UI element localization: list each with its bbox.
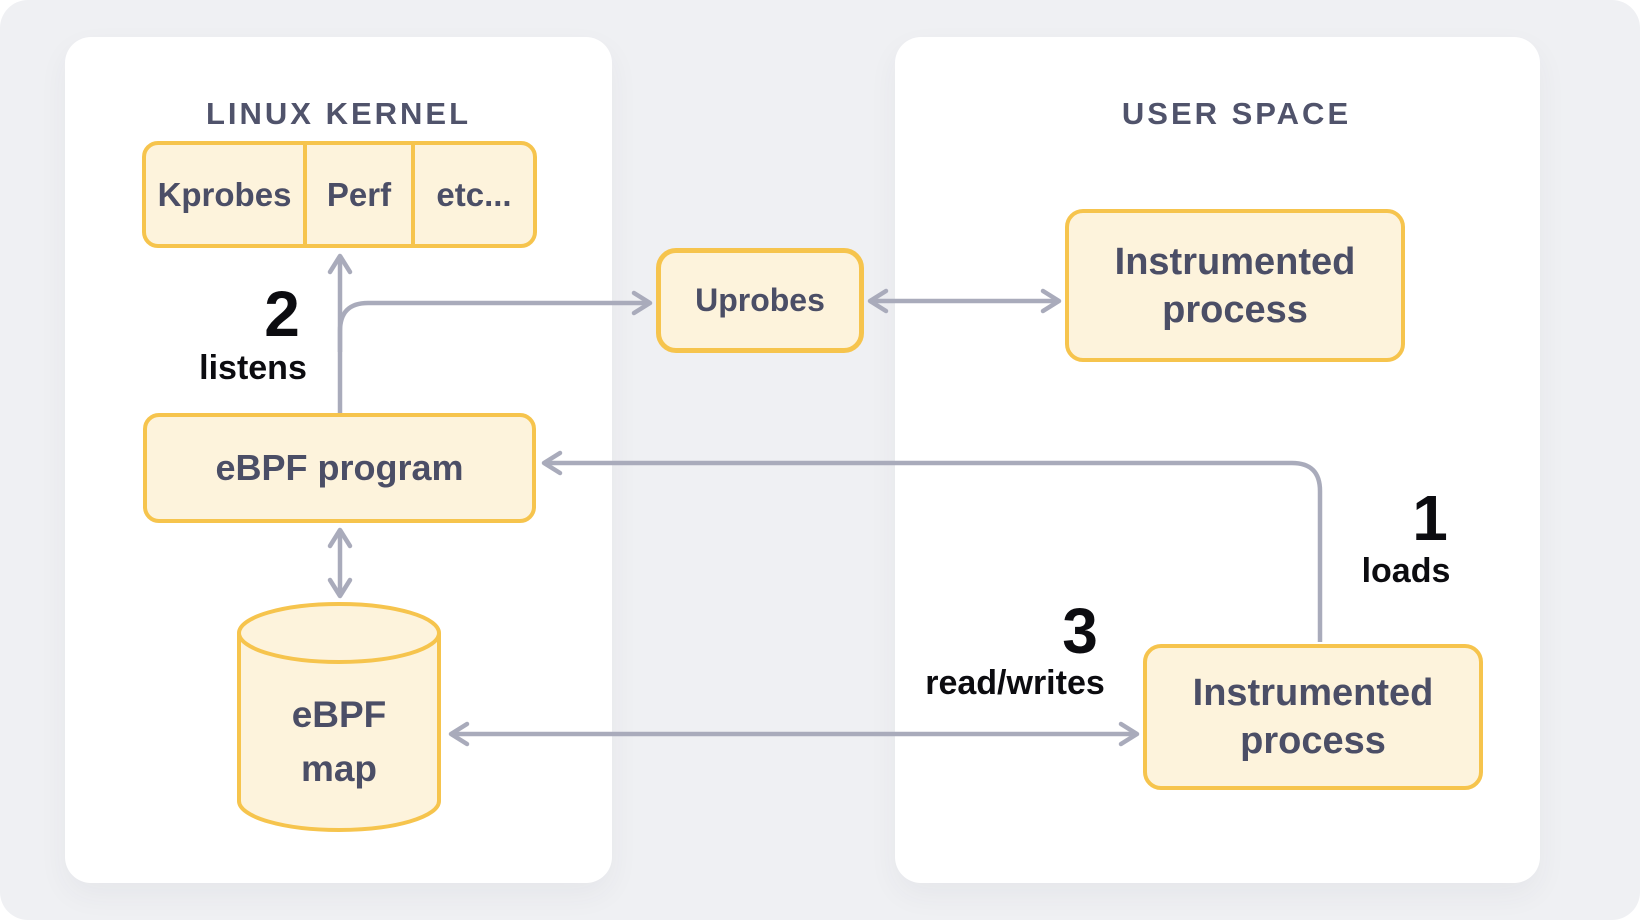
instrumented-process-top-label: Instrumented process [1114,240,1356,331]
ebpf-program-node: eBPF program [143,413,536,523]
instrumented-process-top-node: Instrumented process [1065,209,1405,362]
etc-cell: etc... [436,175,512,213]
step-3-label: read/writes [925,664,1105,702]
user-space-title: USER SPACE [1121,96,1352,131]
linux-kernel-title: LINUX KERNEL [205,96,472,131]
step-2-number: 2 [264,278,300,350]
step-3-number: 3 [1062,595,1098,667]
ebpf-program-label: eBPF program [215,447,464,488]
step-1-number: 1 [1412,482,1448,554]
ebpf-map-label: eBPF map [291,694,387,789]
kprobes-cell: Kprobes [146,145,307,244]
instrumented-process-bottom-node: Instrumented process [1143,644,1483,790]
kernel-probes-box: Kprobes Perf etc... [142,141,537,248]
uprobes-node: Uprobes [656,248,864,353]
uprobes-label: Uprobes [695,282,825,318]
perf-cell: Perf [307,145,415,244]
step-2-label: listens [199,349,307,387]
step-1-label: loads [1361,552,1451,590]
instrumented-process-bottom-label: Instrumented process [1192,672,1434,762]
